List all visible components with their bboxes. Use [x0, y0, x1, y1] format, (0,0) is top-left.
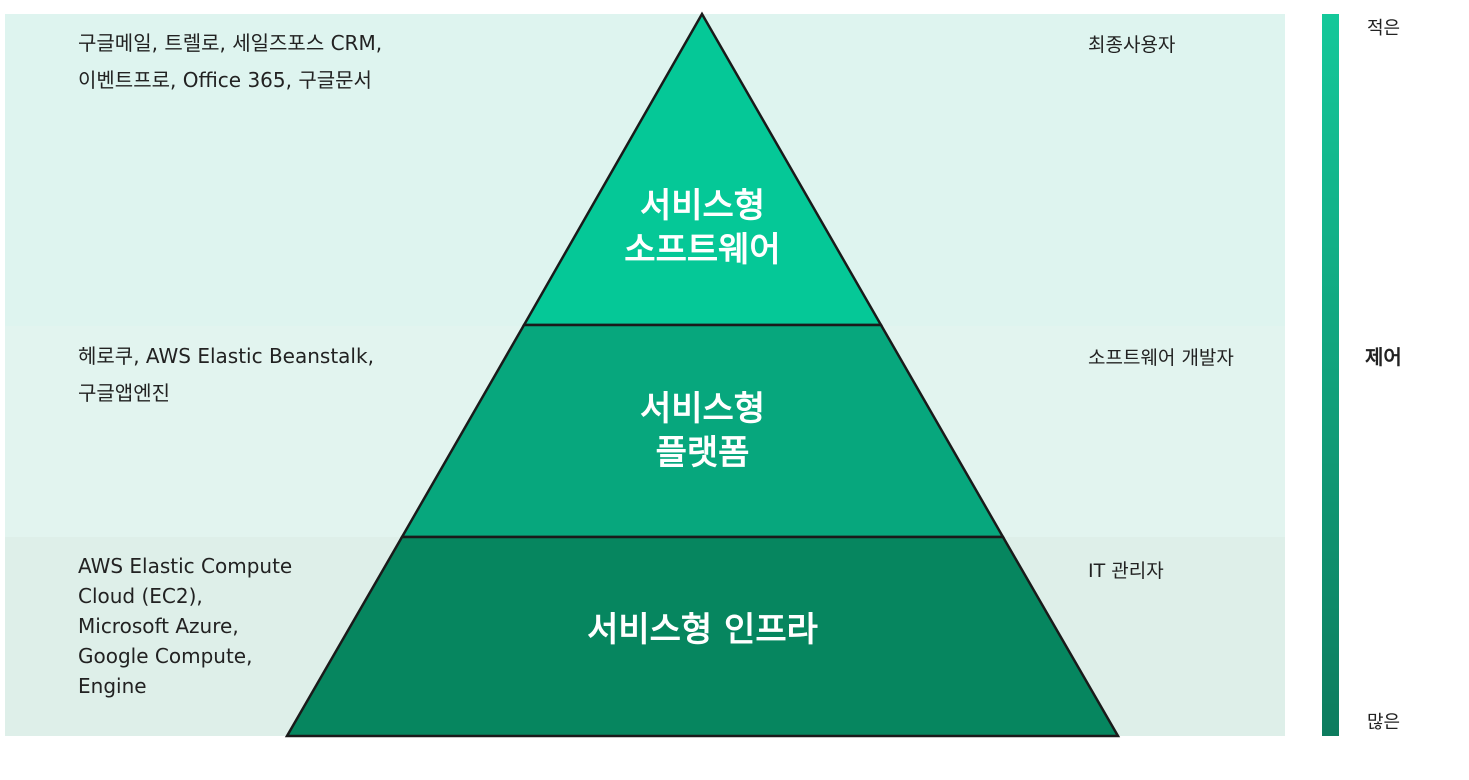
control-gradient-bar	[1322, 14, 1339, 736]
iaas-title: 서비스형 인프라	[480, 608, 925, 652]
paas-example-line-1: 헤로쿠, AWS Elastic Beanstalk,	[78, 344, 374, 368]
paas-examples: 헤로쿠, AWS Elastic Beanstalk, 구글앱엔진	[78, 338, 374, 412]
saas-role: 최종사용자	[1088, 34, 1176, 56]
iaas-example-line-4: Google Compute,	[78, 644, 253, 668]
paas-role: 소프트웨어 개발자	[1088, 347, 1234, 369]
saas-example-line-2: 이벤트프로, Office 365, 구글문서	[78, 68, 372, 92]
paas-title: 서비스형 플랫폼	[560, 387, 845, 475]
saas-tier	[521, 11, 884, 327]
saas-title-line-2: 소프트웨어	[624, 230, 781, 270]
control-bottom-label: 많은	[1367, 712, 1401, 733]
saas-examples: 구글메일, 트렐로, 세일즈포스 CRM, 이벤트프로, Office 365,…	[78, 25, 382, 99]
iaas-example-line-3: Microsoft Azure,	[78, 614, 239, 638]
iaas-examples: AWS Elastic Compute Cloud (EC2), Microso…	[78, 551, 292, 701]
paas-title-line-1: 서비스형	[639, 389, 766, 429]
saas-example-line-1: 구글메일, 트렐로, 세일즈포스 CRM,	[78, 31, 383, 55]
iaas-role: IT 관리자	[1088, 560, 1164, 582]
control-top-label: 적은	[1367, 18, 1401, 39]
paas-example-line-2: 구글앱엔진	[78, 381, 170, 405]
iaas-example-line-5: Engine	[78, 674, 147, 698]
control-title: 제어	[1365, 345, 1402, 369]
saas-title-line-1: 서비스형	[639, 186, 766, 226]
saas-title: 서비스형 소프트웨어	[560, 184, 845, 272]
paas-title-line-2: 플랫폼	[655, 433, 750, 473]
iaas-tier	[284, 535, 1121, 738]
iaas-example-line-1: AWS Elastic Compute	[78, 554, 293, 578]
iaas-title-line-1: 서비스형 인프라	[587, 610, 818, 650]
iaas-example-line-2: Cloud (EC2),	[78, 584, 203, 608]
